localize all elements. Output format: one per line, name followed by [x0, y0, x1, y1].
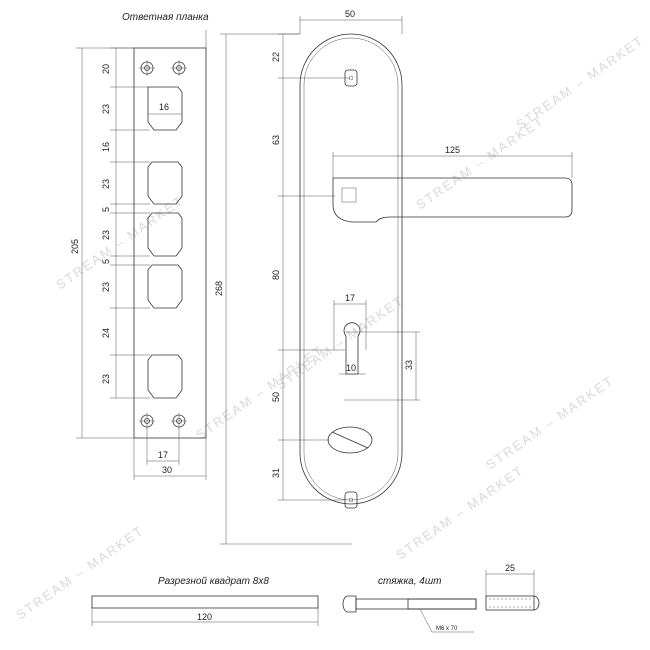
slot-dim-3: 16 — [101, 142, 111, 152]
slot-dim-10: 23 — [101, 374, 111, 384]
watermark-text-8: STREAM – MARKET — [483, 373, 617, 473]
handle-dim-chain — [278, 33, 350, 501]
watermark-text-5: STREAM – MARKET — [513, 33, 647, 133]
strike-plate: Ответная планка — [70, 12, 209, 480]
handle-plate-outline — [299, 33, 403, 505]
cylinder-hole — [343, 322, 361, 375]
slot-dim-1: 20 — [101, 64, 111, 74]
square-length: 120 — [197, 612, 212, 622]
slot-dim-8: 23 — [101, 282, 111, 292]
nut-length: 25 — [505, 563, 515, 573]
cylinder-height: 33 — [404, 360, 414, 370]
bottom-offset: 31 — [271, 468, 281, 478]
plate-total-height: 268 — [214, 281, 224, 296]
cylinder-offset: 17 — [345, 293, 355, 303]
strike-plate-holes — [139, 60, 187, 429]
square-bar — [91, 595, 319, 609]
screw-shaft — [355, 598, 477, 610]
slot-dim-7: 5 — [101, 259, 111, 264]
screw-spec: M6 x 70 — [436, 626, 458, 632]
handle-spindle — [341, 187, 357, 203]
square-caption: Разрезной квадрат 8х8 — [158, 576, 269, 587]
strike-plate-dim-chain — [110, 47, 150, 399]
nut-sleeve — [485, 595, 535, 611]
handle-plate: 50 125 33 17 10 — [214, 9, 573, 545]
watermark-text-6: STREAM – MARKET — [13, 523, 147, 623]
slot-dim-9: 24 — [101, 328, 111, 338]
strike-plate-slots — [147, 86, 183, 399]
watermark-text-3: STREAM – MARKET — [273, 293, 407, 393]
screw-thread — [407, 598, 477, 610]
slot-dim-2: 23 — [101, 104, 111, 114]
cylinder-to-turn: 50 — [271, 392, 281, 402]
plate-width: 50 — [345, 9, 355, 19]
hole-spacing: 17 — [158, 450, 168, 460]
slot-width: 16 — [159, 102, 169, 112]
screws-caption: стяжка, 4шт — [378, 576, 441, 587]
watermark: STREAM – MARKET STREAM – MARKET STREAM –… — [13, 33, 647, 623]
strike-plate-body — [133, 47, 207, 439]
handle-length: 125 — [445, 145, 460, 155]
strike-total-height: 205 — [70, 239, 80, 254]
handle-to-cylinder: 80 — [271, 270, 281, 280]
strike-width: 30 — [162, 465, 172, 475]
to-handle: 63 — [271, 135, 281, 145]
watermark-text-7: STREAM – MARKET — [393, 463, 527, 563]
screw-head — [342, 595, 357, 613]
slot-dim-4: 23 — [101, 179, 111, 189]
top-offset: 22 — [271, 52, 281, 62]
handle-lever — [332, 177, 573, 223]
slot-dim-6: 23 — [101, 230, 111, 240]
screws: стяжка, 4шт M6 x 70 25 — [342, 563, 540, 633]
slot-dim-5: 5 — [101, 207, 111, 212]
square-spindle: Разрезной квадрат 8х8 120 — [91, 576, 319, 626]
cylinder-width: 10 — [346, 363, 356, 373]
strike-plate-caption: Ответная планка — [122, 12, 209, 23]
